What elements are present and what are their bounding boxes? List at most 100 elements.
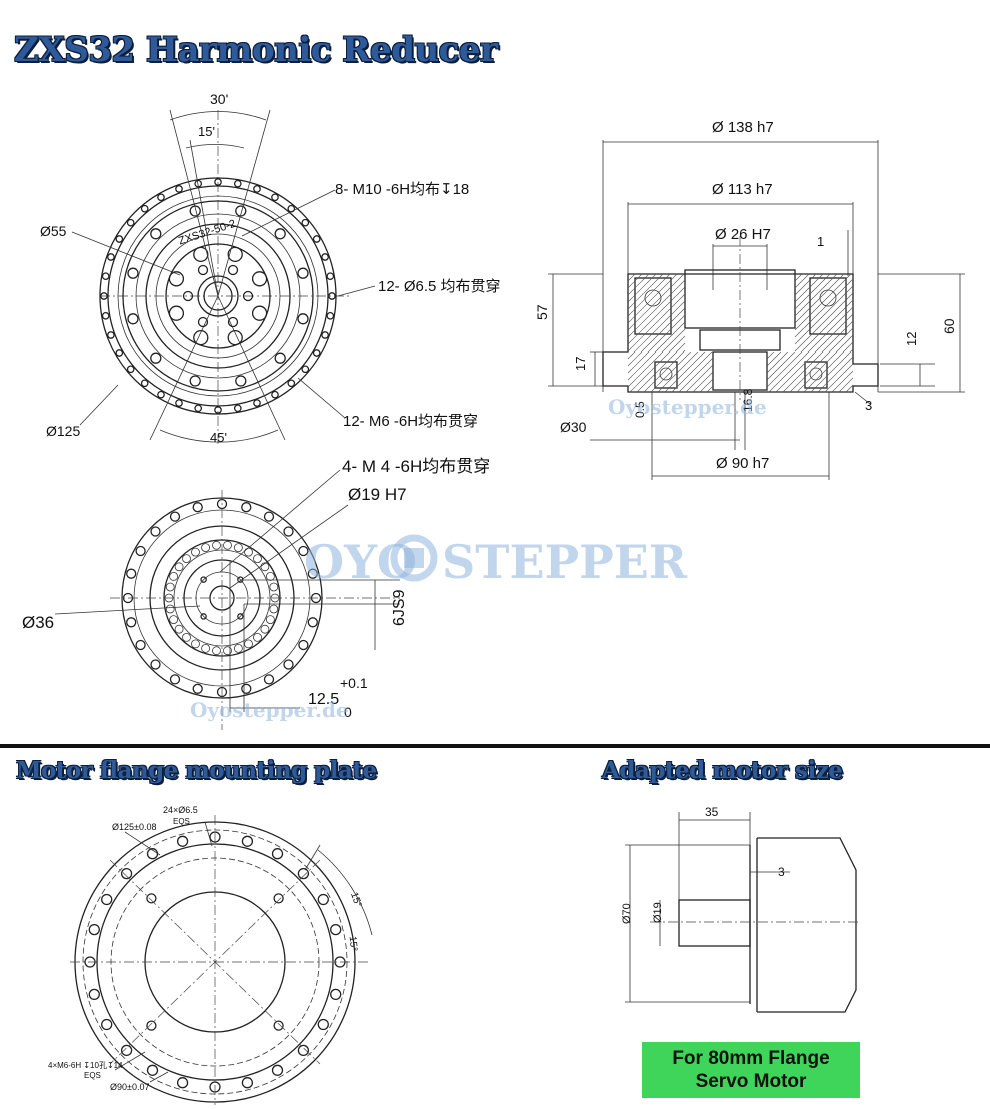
section-hatch-line xyxy=(796,351,838,393)
mounting-hole xyxy=(176,835,189,847)
mounting-hole xyxy=(135,545,146,557)
mounting-hole xyxy=(127,313,139,325)
mounting-hole xyxy=(253,399,261,407)
mounting-hole xyxy=(192,502,203,513)
thread-hole xyxy=(182,290,194,302)
dim-57-label: 57 xyxy=(534,304,550,320)
bearing-roller xyxy=(174,624,184,634)
section-hatch-line xyxy=(803,351,845,393)
bearing-roller xyxy=(269,582,279,592)
mounting-hole xyxy=(194,404,203,413)
d36-label: Ø36 xyxy=(22,613,54,632)
section-hatch-line xyxy=(766,351,789,374)
section-hatch-line xyxy=(627,351,657,381)
section-hatch-line xyxy=(814,313,854,353)
bearing-roller xyxy=(260,562,270,572)
section-hatch-line xyxy=(766,351,775,360)
bearing-roller xyxy=(233,644,243,653)
flange-eqs-bottom: EQS xyxy=(84,1071,101,1080)
mounting-hole xyxy=(150,659,161,670)
mounting-hole xyxy=(157,390,165,399)
mounting-hole xyxy=(126,365,135,374)
mounting-hole xyxy=(150,228,162,240)
bearing-roller xyxy=(182,633,191,642)
section-hatch-line xyxy=(817,356,854,393)
motor-size-drawing: 35 3 Ø70 Ø19 xyxy=(621,805,860,1013)
section-hatch-line xyxy=(668,335,686,353)
mounting-hole xyxy=(312,349,321,357)
mounting-hole xyxy=(175,399,183,407)
section-hatch-line xyxy=(627,273,671,317)
section-hatch-line xyxy=(794,285,854,345)
mounting-hole xyxy=(233,179,242,188)
section-hatch-line xyxy=(675,342,686,353)
mounting-hole xyxy=(271,848,284,860)
thread-hole xyxy=(193,329,209,346)
section-hatch-line xyxy=(838,377,854,393)
mounting-hole xyxy=(189,375,201,387)
mounting-hole xyxy=(287,379,296,388)
mounting-hole xyxy=(241,1077,254,1089)
flange-section-title: Motor flange mounting plate xyxy=(16,757,377,784)
thread-hole xyxy=(197,264,209,276)
section-hatch-line xyxy=(627,273,650,296)
mounting-hole xyxy=(192,683,203,694)
motor-dim-35: 35 xyxy=(705,805,719,819)
mounting-hole xyxy=(263,511,275,522)
section-hatch-line xyxy=(810,351,852,393)
mounting-hole xyxy=(150,526,161,537)
mounting-hole xyxy=(298,639,309,651)
bearing-roller xyxy=(265,615,275,624)
thread-hole xyxy=(168,305,185,321)
mounting-hole xyxy=(101,311,110,320)
mounting-hole xyxy=(135,639,146,651)
mounting-hole xyxy=(307,568,318,579)
section-hatch-line xyxy=(664,351,706,393)
section-hatch-line xyxy=(794,273,852,331)
mounting-hole xyxy=(175,185,183,193)
section-hatch-line xyxy=(633,300,686,353)
mounting-hole xyxy=(317,1018,329,1031)
section-hatch-line xyxy=(661,328,686,353)
section-hatch-line xyxy=(671,351,713,393)
mounting-hole xyxy=(157,193,165,202)
mounting-hole xyxy=(101,272,110,281)
section-hatch-line xyxy=(842,341,854,353)
bearing-roller xyxy=(169,572,179,581)
mounting-hole xyxy=(271,1064,284,1076)
section-hatch-line xyxy=(835,334,854,353)
section-hatch-line xyxy=(643,351,685,393)
m6-thread-label: 12- M6 -6H均布贯穿 xyxy=(343,413,478,430)
mounting-hole xyxy=(140,204,149,213)
flange-plate-drawing: 24×Ø6.5 EQS Ø125±0.08 15° 15° 4×M6-6H ↧1… xyxy=(48,805,373,1105)
section-hatch-line xyxy=(627,273,636,282)
d19-label: Ø19 H7 xyxy=(348,485,407,504)
mounting-hole xyxy=(88,988,100,1001)
thread-hole xyxy=(237,576,244,583)
flange-angle-15b: 15° xyxy=(347,936,359,952)
section-hatch-line xyxy=(845,384,854,393)
thread-hole xyxy=(227,264,239,276)
mounting-hole xyxy=(107,331,115,339)
section-hatch-line xyxy=(794,273,845,324)
bearing-roller xyxy=(182,554,191,563)
mounting-hole xyxy=(297,1044,310,1057)
angle-30-label: 30' xyxy=(210,91,228,107)
section-hatch-line xyxy=(627,279,686,338)
section-hatch-line xyxy=(627,351,650,374)
bearing-roller xyxy=(253,633,262,642)
section-hatch-line xyxy=(650,351,692,393)
badge-line-1: For 80mm Flange xyxy=(672,1048,830,1069)
bearing-roller xyxy=(253,554,262,563)
mounting-hole xyxy=(241,502,252,513)
section-hatch-line xyxy=(766,351,782,367)
dim-60-label: 60 xyxy=(941,318,957,334)
mounting-hole xyxy=(120,867,133,880)
mounting-hole xyxy=(317,893,329,906)
diameter-125-label: Ø125 xyxy=(46,423,80,439)
mounting-hole xyxy=(297,267,309,279)
section-hatch-line xyxy=(824,363,854,393)
thread-hole xyxy=(237,613,244,620)
bearing-roller xyxy=(244,547,253,557)
rear-view: 4- M 4 -6H均布贯穿 Ø19 H7 Ø36 6JS9 12.5 +0.1… xyxy=(22,457,688,730)
